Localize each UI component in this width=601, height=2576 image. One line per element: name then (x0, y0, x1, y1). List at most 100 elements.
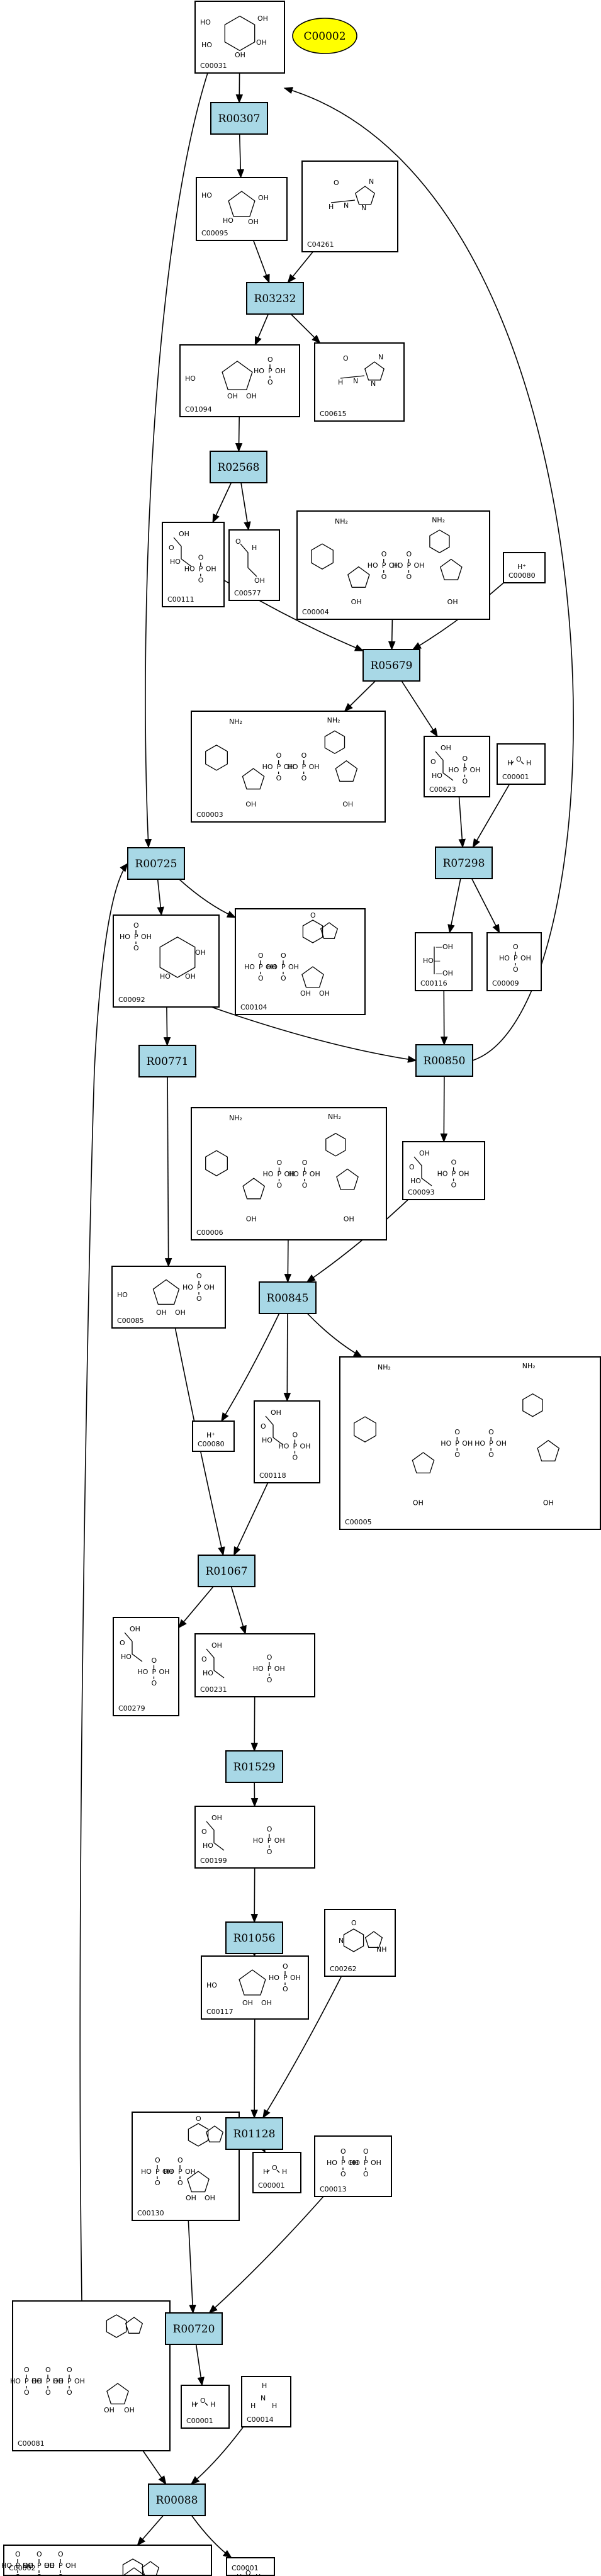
reaction-r01056[interactable]: R01056 (225, 1921, 283, 1954)
reaction-box[interactable] (362, 649, 420, 682)
compound-box[interactable] (181, 2385, 230, 2429)
compound-box[interactable] (252, 2152, 301, 2193)
reaction-r00720[interactable]: R00720 (165, 2312, 223, 2345)
compound-box[interactable] (12, 2300, 171, 2451)
reaction-box[interactable] (210, 102, 268, 135)
compound-box[interactable] (339, 1356, 601, 1530)
reaction-box[interactable] (259, 1281, 317, 1314)
reaction-r03232[interactable]: R03232 (246, 282, 304, 315)
compound-box[interactable] (486, 932, 542, 991)
compound-box[interactable] (497, 743, 546, 785)
compound-c00080b[interactable]: H⁺C00080 (192, 1420, 235, 1452)
compound-box[interactable] (113, 914, 220, 1008)
reaction-box[interactable] (127, 847, 185, 880)
reaction-box[interactable] (165, 2312, 223, 2345)
compound-box[interactable] (194, 1, 285, 74)
compound-c00080a[interactable]: H⁺C00080 (503, 552, 546, 583)
compound-box[interactable] (301, 160, 398, 252)
compound-box[interactable] (235, 908, 366, 1015)
compound-box[interactable] (415, 932, 473, 991)
reaction-r00307[interactable]: R00307 (210, 102, 268, 135)
target-compound[interactable]: C00002 (292, 18, 357, 54)
reaction-r00850[interactable]: R00850 (415, 1044, 473, 1077)
compound-box[interactable] (314, 2135, 392, 2197)
compound-box[interactable] (196, 177, 288, 241)
reaction-box[interactable] (148, 2483, 206, 2516)
reaction-box[interactable] (225, 1921, 283, 1954)
reaction-r00725[interactable]: R00725 (127, 847, 185, 880)
compound-box[interactable] (503, 552, 546, 583)
reaction-box[interactable] (246, 282, 304, 315)
compound-c00002[interactable]: OHOPOHOOHOPOHOOHOPOHOOHOHC00002 (1, 2545, 212, 2576)
reaction-box[interactable] (210, 451, 267, 483)
compound-box[interactable] (179, 344, 300, 417)
compound-box[interactable] (194, 1806, 315, 1869)
reaction-r07298[interactable]: R07298 (435, 846, 493, 879)
reaction-r02568[interactable]: R02568 (210, 451, 267, 483)
compound-box[interactable] (324, 1909, 396, 1977)
reaction-r01067[interactable]: R01067 (198, 1555, 256, 1587)
reaction-box[interactable] (435, 846, 493, 879)
reaction-box[interactable] (198, 1555, 256, 1587)
compound-box[interactable] (162, 522, 225, 607)
reaction-box[interactable] (225, 2117, 283, 2150)
compound-box[interactable] (113, 1617, 179, 1716)
target-ellipse[interactable] (292, 18, 357, 54)
compound-box[interactable] (424, 736, 490, 797)
compound-box[interactable] (111, 1266, 226, 1329)
compound-box[interactable] (194, 1633, 315, 1697)
compound-box[interactable] (254, 1400, 320, 1483)
reaction-box[interactable] (415, 1044, 473, 1077)
reaction-r00771[interactable]: R00771 (138, 1045, 196, 1077)
compound-box[interactable] (314, 342, 405, 422)
reaction-box[interactable] (225, 1750, 283, 1783)
compound-box[interactable] (228, 529, 280, 601)
reaction-r01529[interactable]: R01529 (225, 1750, 283, 1783)
reaction-r01128[interactable]: R01128 (225, 2117, 283, 2150)
reaction-box[interactable] (138, 1045, 196, 1077)
compound-box[interactable] (201, 1955, 309, 2020)
compound-box[interactable] (192, 1420, 235, 1452)
compound-box[interactable] (402, 1141, 485, 1200)
compound-box[interactable] (3, 2545, 212, 2576)
compound-box[interactable] (132, 2112, 240, 2221)
reaction-r00088[interactable]: R00088 (148, 2483, 206, 2516)
compound-box[interactable] (226, 2557, 275, 2576)
reaction-r05679[interactable]: R05679 (362, 649, 420, 682)
atom-label: O (196, 2115, 201, 2123)
reaction-r00845[interactable]: R00845 (259, 1281, 317, 1314)
compound-box[interactable] (241, 2376, 291, 2427)
